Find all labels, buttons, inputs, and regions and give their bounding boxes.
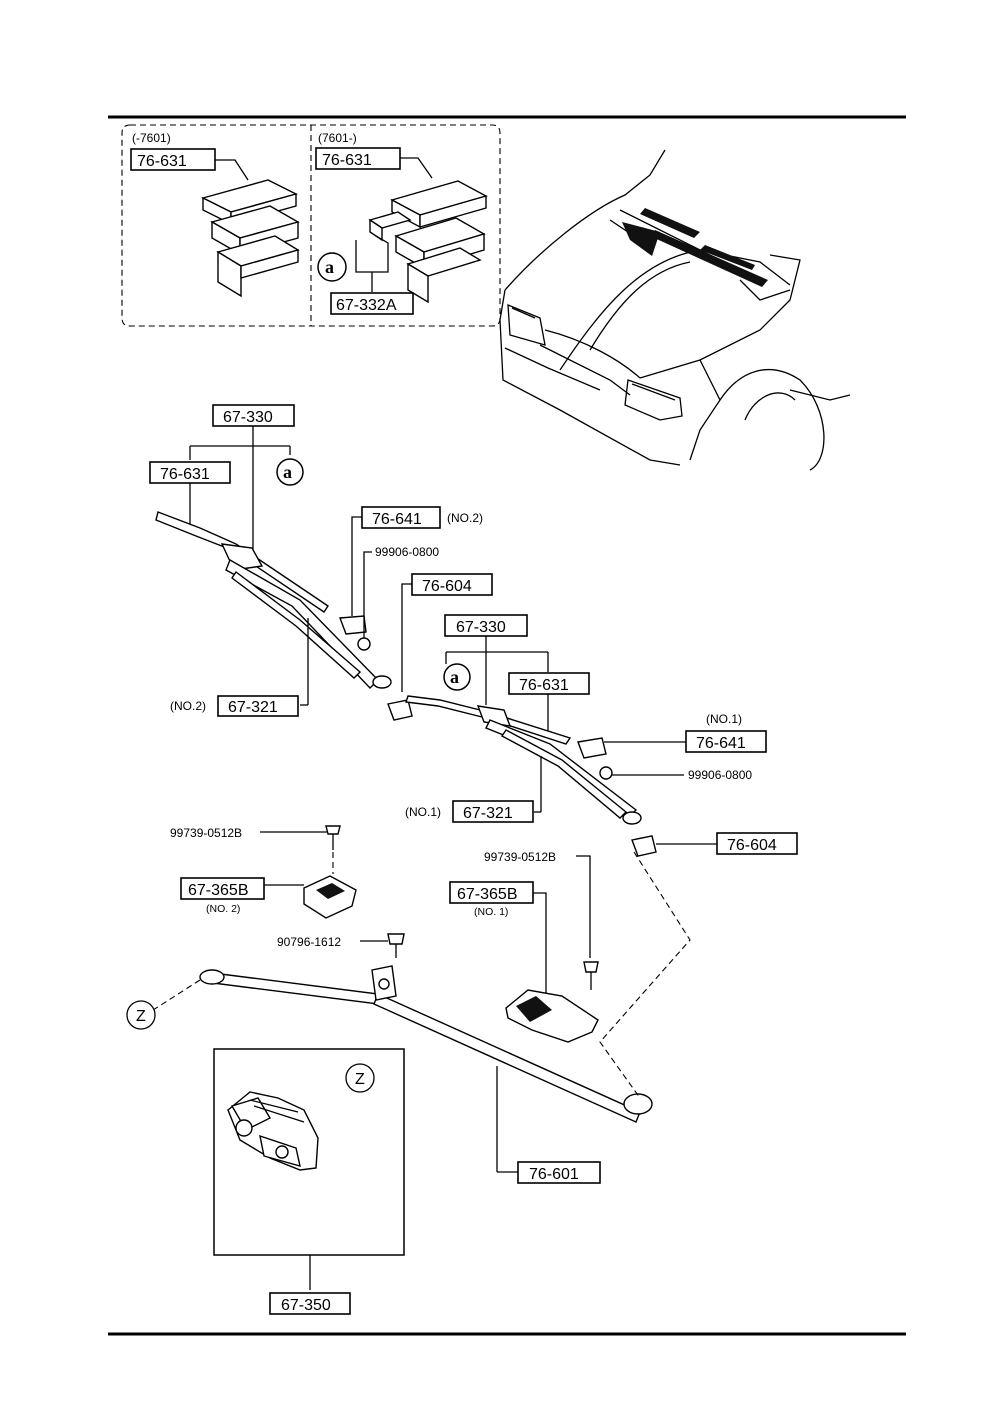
wiper-motor-drawing <box>227 1091 319 1171</box>
wiper-no1-labels: 67-330 a 76-631 <box>443 614 590 736</box>
label-no2-nozzle: (NO.2) <box>447 511 483 525</box>
label-99906-lower: 99906-0800 <box>688 768 752 782</box>
label-no1-arm: (NO.1) <box>405 805 441 819</box>
ref-z-left <box>126 1000 156 1030</box>
svg-text:76-631: 76-631 <box>137 153 187 170</box>
motor-box: Z 67-350 <box>213 1048 405 1315</box>
right-refill-label: 76-631 <box>315 147 433 179</box>
label-67-330-upper: 67-330 <box>223 409 273 426</box>
left-variant-label: (-7601) <box>132 131 171 145</box>
wiper-no2-nozzle-labels: 76-641 (NO.2) 99906-0800 76-604 <box>339 506 493 721</box>
left-refill-drawing <box>201 179 300 298</box>
linkage-assembly: 90796-1612 <box>149 851 691 1123</box>
label-76-604-upper: 76-604 <box>422 578 472 595</box>
label-99739-left: 99739-0512B <box>170 826 242 840</box>
left-refill-label: 76-631 <box>130 148 249 181</box>
right-variant-label: (7601-) <box>318 131 357 145</box>
label-90796: 90796-1612 <box>277 935 341 949</box>
label-76-601: 76-601 <box>529 1166 579 1183</box>
label-67-321-upper: 67-321 <box>228 699 278 716</box>
svg-text:Z: Z <box>136 1008 146 1025</box>
label-67-365b-right: 67-365B <box>457 886 518 903</box>
label-99739-right: 99739-0512B <box>484 850 556 864</box>
cowl-no1: 99739-0512B 67-365B (NO. 1) <box>449 850 599 1043</box>
label-76-631-lower: 76-631 <box>519 677 569 694</box>
wiper-no1-blade <box>405 695 642 825</box>
ref-a-upper <box>276 458 304 486</box>
wiper-no1-nozzle-labels: (NO.1) 76-641 99906-0800 76-604 <box>577 712 798 857</box>
wiper-no2-arm-label: (NO.2) 67-321 <box>170 618 309 717</box>
label-99906-upper: 99906-0800 <box>375 545 439 559</box>
ref-a-lower <box>443 663 471 691</box>
right-sub-part-label: 67-332A <box>330 235 414 315</box>
svg-text:a: a <box>325 257 334 277</box>
truck-illustration <box>499 149 851 471</box>
truck-wiper-highlight <box>622 222 660 256</box>
label-no1-cowl: (NO. 1) <box>474 906 508 918</box>
svg-text:a: a <box>283 462 292 482</box>
label-67-365b-left: 67-365B <box>188 882 249 899</box>
svg-text:a: a <box>450 667 459 687</box>
right-refill-drawing <box>368 180 488 304</box>
label-no1-nozzle: (NO.1) <box>706 712 742 726</box>
cowl-no2: 99739-0512B 67-365B (NO. 2) <box>170 825 357 919</box>
label-76-641-no2: 76-641 <box>372 511 422 528</box>
svg-text:Z: Z <box>355 1071 365 1088</box>
blade-variant-inset: (-7601) (7601-) 76-631 76-631 <box>121 124 501 327</box>
ref-a-inset <box>317 252 347 282</box>
svg-text:76-631: 76-631 <box>322 152 372 169</box>
label-76-641-no1: 76-641 <box>696 735 746 752</box>
linkage-label: 76-601 <box>496 1066 601 1184</box>
wiper-no1-arm-label: (NO.1) 67-321 <box>405 756 542 823</box>
wiper-no2-labels: 67-330 76-631 a <box>149 404 304 553</box>
label-76-631-upper: 76-631 <box>160 466 210 483</box>
ref-z-motor <box>345 1063 375 1093</box>
svg-text:67-332A: 67-332A <box>336 297 397 314</box>
label-no2-arm: (NO.2) <box>170 699 206 713</box>
label-67-330-lower: 67-330 <box>456 619 506 636</box>
label-67-321-lower: 67-321 <box>463 805 513 822</box>
wiper-no2-blade <box>155 511 392 690</box>
label-no2-cowl: (NO. 2) <box>206 903 240 915</box>
label-67-350: 67-350 <box>281 1297 331 1314</box>
label-76-604-lower: 76-604 <box>727 837 777 854</box>
